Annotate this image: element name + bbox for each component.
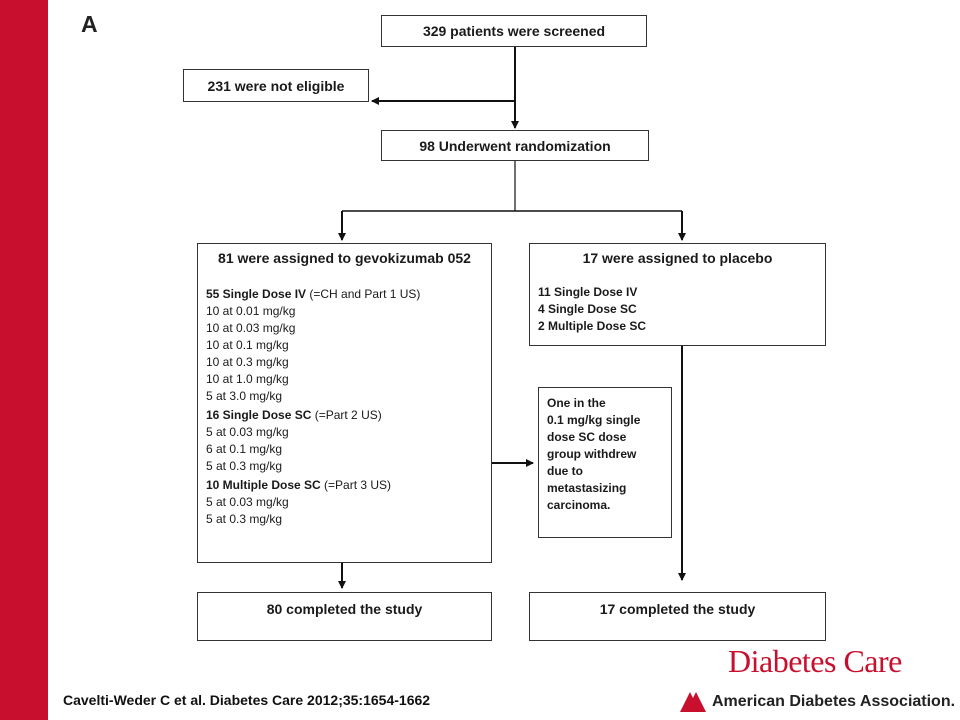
iv-dose-line: 10 at 0.3 mg/kg — [206, 355, 289, 369]
randomization-box: 98 Underwent randomization — [381, 130, 649, 161]
iv-dose-line: 10 at 0.01 mg/kg — [206, 304, 296, 318]
placebo-line: 11 Single Dose IV — [538, 285, 638, 299]
placebo-line: 2 Multiple Dose SC — [538, 319, 647, 333]
citation: Cavelti-Weder C et al. Diabetes Care 201… — [63, 692, 431, 708]
panel-letter: A — [81, 11, 98, 37]
placebo-arm-details: 11 Single Dose IV 4 Single Dose SC 2 Mul… — [538, 284, 817, 335]
association-name: American Diabetes Association. — [712, 693, 956, 710]
sc-dose-line: 5 at 0.3 mg/kg — [206, 459, 283, 473]
withdrawal-text: One in the 0.1 mg/kg single dose SC dose… — [547, 395, 663, 514]
gevokizumab-arm-details: 55 Single Dose IV (=CH and Part 1 US) 10… — [206, 286, 483, 528]
not-eligible-box: 231 were not eligible — [183, 69, 369, 102]
completed-left-label: 80 completed the study — [266, 601, 423, 617]
withdrawal-box: One in the 0.1 mg/kg single dose SC dose… — [538, 387, 672, 538]
sc-heading: 16 Single Dose SC (=Part 2 US) — [206, 408, 382, 422]
placebo-arm-box: 17 were assigned to placebo 11 Single Do… — [529, 243, 826, 346]
iv-dose-line: 10 at 0.1 mg/kg — [206, 338, 289, 352]
sc-dose-line: 6 at 0.1 mg/kg — [206, 442, 283, 456]
withdrawal-line: carcinoma. — [547, 498, 611, 512]
msc-dose-line: 5 at 0.03 mg/kg — [206, 495, 289, 509]
screened-label: 329 patients were screened — [422, 23, 606, 39]
withdrawal-line: dose SC dose — [547, 430, 627, 444]
completed-right-label: 17 completed the study — [599, 601, 756, 617]
iv-dose-line: 10 at 1.0 mg/kg — [206, 372, 289, 386]
completed-left-box: 80 completed the study — [197, 592, 492, 641]
placebo-arm-title: 17 were assigned to placebo — [582, 250, 773, 266]
ada-triangle-icon — [680, 692, 706, 712]
withdrawal-line: due to — [547, 464, 583, 478]
iv-dose-line: 10 at 0.03 mg/kg — [206, 321, 296, 335]
withdrawal-line: One in the — [547, 396, 606, 410]
gevokizumab-arm-box: 81 were assigned to gevokizumab 052 55 S… — [197, 243, 492, 563]
placebo-line: 4 Single Dose SC — [538, 302, 637, 316]
msc-heading: 10 Multiple Dose SC (=Part 3 US) — [206, 478, 392, 492]
msc-dose-line: 5 at 0.3 mg/kg — [206, 512, 283, 526]
sc-dose-line: 5 at 0.03 mg/kg — [206, 425, 289, 439]
screened-box: 329 patients were screened — [381, 15, 647, 47]
iv-heading: 55 Single Dose IV (=CH and Part 1 US) — [206, 287, 421, 301]
withdrawal-line: group withdrew — [547, 447, 637, 461]
not-eligible-label: 231 were not eligible — [207, 78, 345, 94]
completed-right-box: 17 completed the study — [529, 592, 826, 641]
iv-dose-line: 5 at 3.0 mg/kg — [206, 389, 283, 403]
gevokizumab-arm-title: 81 were assigned to gevokizumab 052 — [218, 250, 471, 266]
association-logo: American Diabetes Association. — [680, 692, 955, 712]
withdrawal-line: 0.1 mg/kg single — [547, 413, 641, 427]
journal-logo: Diabetes Care — [728, 643, 902, 679]
brand-side-bar — [0, 0, 48, 720]
withdrawal-line: metastasizing — [547, 481, 627, 495]
randomization-label: 98 Underwent randomization — [419, 138, 611, 154]
